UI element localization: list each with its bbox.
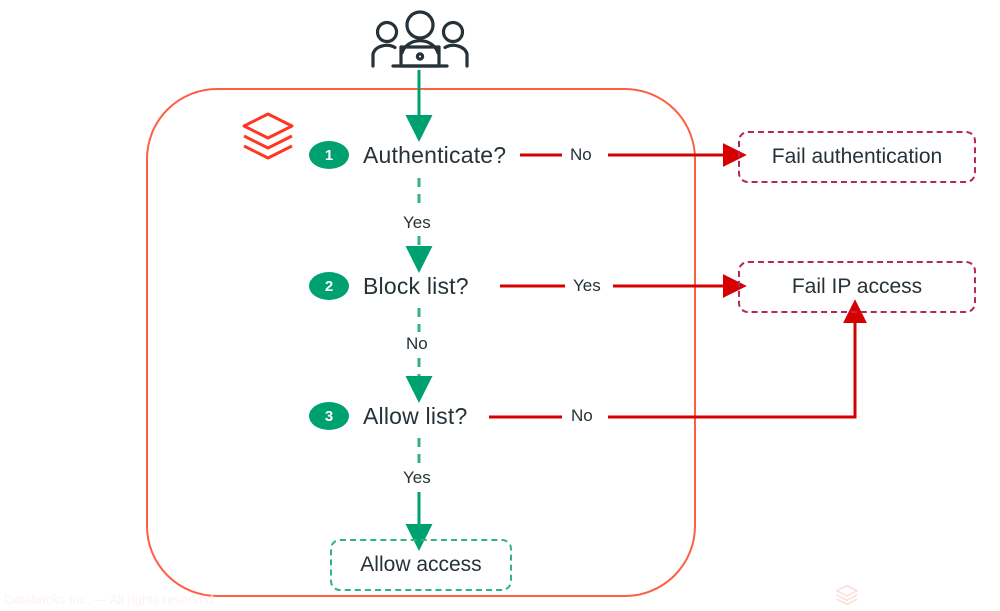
decision-3-badge: 3 [309, 402, 349, 430]
outcome-fail-authentication[interactable]: Fail authentication [738, 131, 976, 183]
decision-1-label: Authenticate? [363, 141, 507, 168]
outcome-fail-authentication-label: Fail authentication [771, 145, 943, 168]
edge-label-d1-no: No [563, 145, 599, 165]
people-with-laptop-icon [360, 8, 480, 75]
decision-1-authenticate[interactable]: 1 Authenticate? [309, 138, 506, 172]
databricks-stack-icon [240, 110, 296, 167]
edge-label-d3-yes: Yes [396, 468, 438, 488]
edge-label-d2-yes: Yes [566, 276, 608, 296]
footer-copyright: Databricks Inc. — All rights reserved [4, 592, 214, 607]
workspace-boundary [146, 88, 696, 597]
footer-databricks-stack-icon [834, 584, 860, 606]
decision-2-label: Block list? [363, 272, 469, 299]
decision-2-badge: 2 [309, 272, 349, 300]
edge-d3-no-elbow [608, 299, 867, 419]
outcome-allow-access-label: Allow access [360, 553, 482, 576]
decision-1-badge: 1 [309, 141, 349, 169]
edge-label-d2-no: No [399, 334, 435, 354]
decision-3-label: Allow list? [363, 402, 468, 429]
edge-label-d1-yes: Yes [396, 213, 438, 233]
decision-3-allow-list[interactable]: 3 Allow list? [309, 399, 467, 433]
edge-label-d3-no: No [564, 406, 600, 426]
outcome-allow-access[interactable]: Allow access [330, 539, 512, 591]
outcome-fail-ip-access-label: Fail IP access [791, 275, 923, 298]
decision-2-block-list[interactable]: 2 Block list? [309, 269, 469, 303]
outcome-fail-ip-access[interactable]: Fail IP access [738, 261, 976, 313]
